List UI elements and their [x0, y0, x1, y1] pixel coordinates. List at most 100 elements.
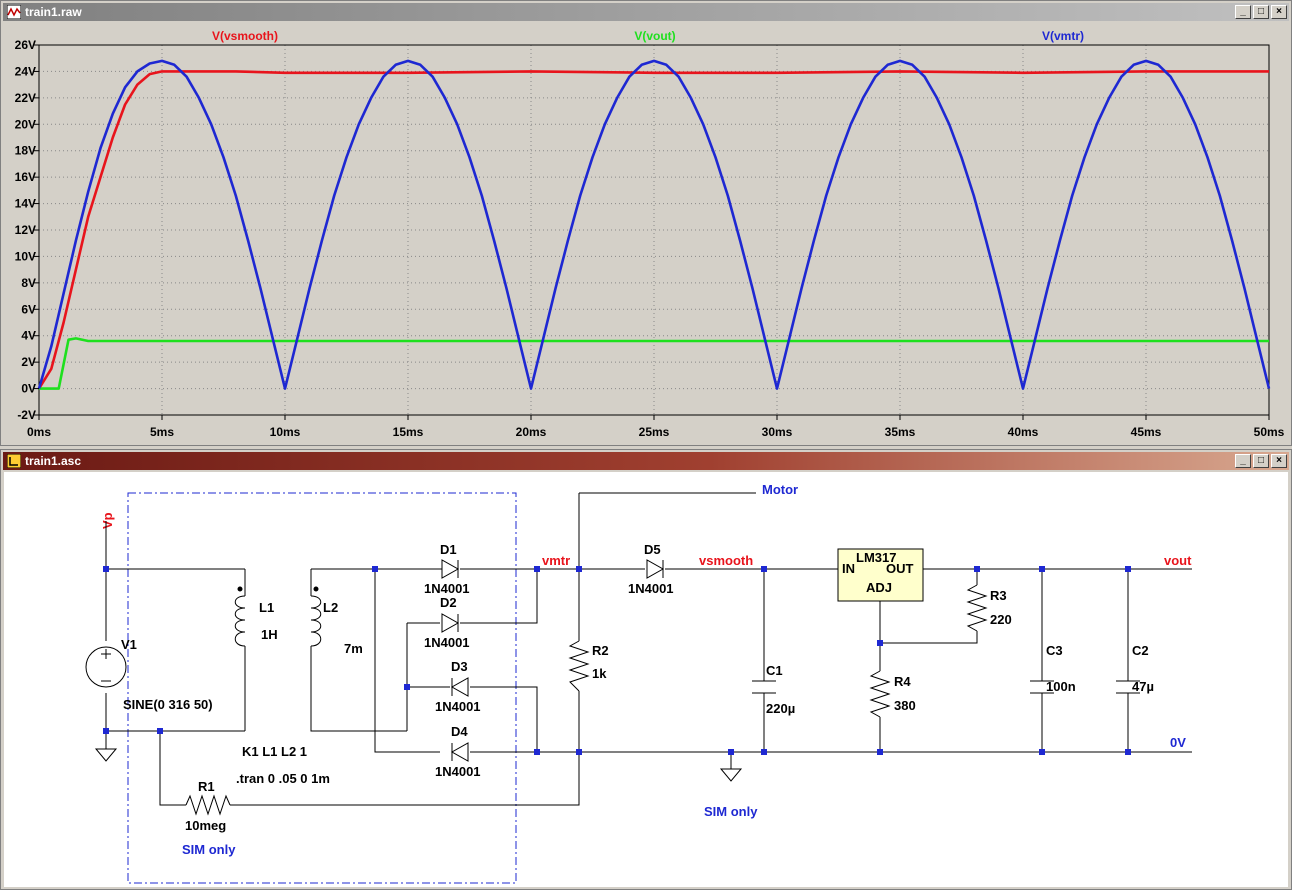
net-label-0v: 0V — [1170, 735, 1186, 750]
y-tick-label: 10V — [15, 249, 36, 263]
x-tick-label: 0ms — [27, 425, 51, 439]
lm317-label: LM317 — [856, 550, 896, 565]
legend-label: V(vmtr) — [1042, 29, 1084, 43]
c1-label: C1 — [766, 663, 783, 678]
diode-d1[interactable] — [440, 559, 460, 579]
schematic-canvas[interactable]: Vp vmtr vsmooth vout Motor 0V SIM only S… — [4, 472, 1288, 887]
schematic-window[interactable]: train1.asc _ □ × — [0, 449, 1292, 890]
y-tick-label: 24V — [15, 64, 36, 78]
c2-label: C2 — [1132, 643, 1149, 658]
junction-dot — [1125, 566, 1131, 572]
ground-icon — [719, 768, 743, 782]
y-tick-label: 4V — [21, 329, 36, 343]
schematic-icon — [7, 454, 21, 468]
d1-label: D1 — [440, 542, 457, 557]
r1-value: 10meg — [185, 818, 226, 833]
regulator-lm317[interactable] — [837, 548, 924, 602]
schematic-window-title: train1.asc — [25, 454, 82, 468]
y-tick-label: 6V — [21, 302, 36, 316]
r4-label: R4 — [894, 674, 911, 689]
c2-value: 47µ — [1132, 679, 1154, 694]
series-line-2 — [37, 59, 1271, 390]
close-button[interactable]: × — [1271, 454, 1287, 468]
resistor-r3[interactable] — [966, 584, 988, 632]
sim-only-label: SIM only — [182, 842, 236, 857]
l1-value: 1H — [261, 627, 278, 642]
diode-d2[interactable] — [441, 613, 460, 633]
series-line-0 — [37, 70, 1269, 390]
resistor-r1[interactable] — [185, 794, 231, 816]
junction-dot — [103, 566, 109, 572]
junction-dot — [576, 566, 582, 572]
y-tick-label: 20V — [15, 117, 36, 131]
capacitor-c2[interactable] — [1116, 680, 1140, 694]
minimize-button[interactable]: _ — [1235, 454, 1251, 468]
lm317-pin-in: IN — [842, 561, 855, 576]
diode-d5[interactable] — [646, 559, 665, 579]
d1-value: 1N4001 — [424, 581, 470, 596]
c3-label: C3 — [1046, 643, 1063, 658]
series-line-1 — [39, 337, 1269, 390]
inductor-l2[interactable] — [310, 586, 322, 647]
tran-directive: .tran 0 .05 0 1m — [236, 771, 330, 786]
junction-dot — [761, 749, 767, 755]
junction-dot — [157, 728, 163, 734]
v1-value: SINE(0 316 50) — [123, 697, 213, 712]
inductor-l1[interactable] — [234, 586, 246, 647]
x-tick-label: 50ms — [1254, 425, 1285, 439]
close-button[interactable]: × — [1271, 5, 1287, 19]
junction-dot — [877, 749, 883, 755]
resistor-r2[interactable] — [568, 640, 590, 692]
y-tick-label: 8V — [21, 276, 36, 290]
junctions — [103, 566, 1131, 755]
restore-button[interactable]: □ — [1253, 454, 1269, 468]
junction-dot — [404, 684, 410, 690]
capacitor-c3[interactable] — [1030, 680, 1054, 694]
plot-window-titlebar[interactable]: train1.raw _ □ × — [3, 3, 1289, 21]
restore-button[interactable]: □ — [1253, 5, 1269, 19]
junction-dot — [534, 566, 540, 572]
x-tick-label: 20ms — [516, 425, 547, 439]
d4-value: 1N4001 — [435, 764, 481, 779]
legend-label: V(vsmooth) — [212, 29, 278, 43]
l1-label: L1 — [259, 600, 274, 615]
x-tick-label: 35ms — [885, 425, 916, 439]
y-tick-label: 22V — [15, 91, 36, 105]
x-tick-label: 10ms — [270, 425, 301, 439]
l2-value: 7m — [344, 641, 363, 656]
d5-label: D5 — [644, 542, 661, 557]
diode-d3[interactable] — [450, 677, 469, 697]
net-label-motor: Motor — [762, 482, 798, 497]
legend-label: V(vout) — [634, 29, 675, 43]
junction-dot — [534, 749, 540, 755]
coupling-directive: K1 L1 L2 1 — [242, 744, 307, 759]
lm317-pin-adj: ADJ — [866, 580, 892, 595]
d5-value: 1N4001 — [628, 581, 674, 596]
y-tick-label: 26V — [15, 38, 36, 52]
d3-value: 1N4001 — [435, 699, 481, 714]
voltage-source-v1[interactable] — [85, 646, 127, 688]
plot-window-title: train1.raw — [25, 5, 82, 19]
y-tick-label: 2V — [21, 355, 36, 369]
minimize-button[interactable]: _ — [1235, 5, 1251, 19]
r3-label: R3 — [990, 588, 1007, 603]
junction-dot — [1125, 749, 1131, 755]
sim-only-label: SIM only — [704, 804, 758, 819]
schematic-window-titlebar[interactable]: train1.asc _ □ × — [3, 452, 1289, 470]
x-tick-label: 45ms — [1131, 425, 1162, 439]
junction-dot — [761, 566, 767, 572]
resistor-r4[interactable] — [869, 670, 891, 718]
junction-dot — [1039, 749, 1045, 755]
x-tick-label: 25ms — [639, 425, 670, 439]
junction-dot — [103, 728, 109, 734]
x-tick-label: 5ms — [150, 425, 174, 439]
diode-d4[interactable] — [450, 742, 469, 762]
junction-dot — [877, 640, 883, 646]
capacitor-c1[interactable] — [752, 680, 776, 694]
waveform-icon — [7, 5, 21, 19]
l2-label: L2 — [323, 600, 338, 615]
x-tick-label: 40ms — [1008, 425, 1039, 439]
r3-value: 220 — [990, 612, 1012, 627]
